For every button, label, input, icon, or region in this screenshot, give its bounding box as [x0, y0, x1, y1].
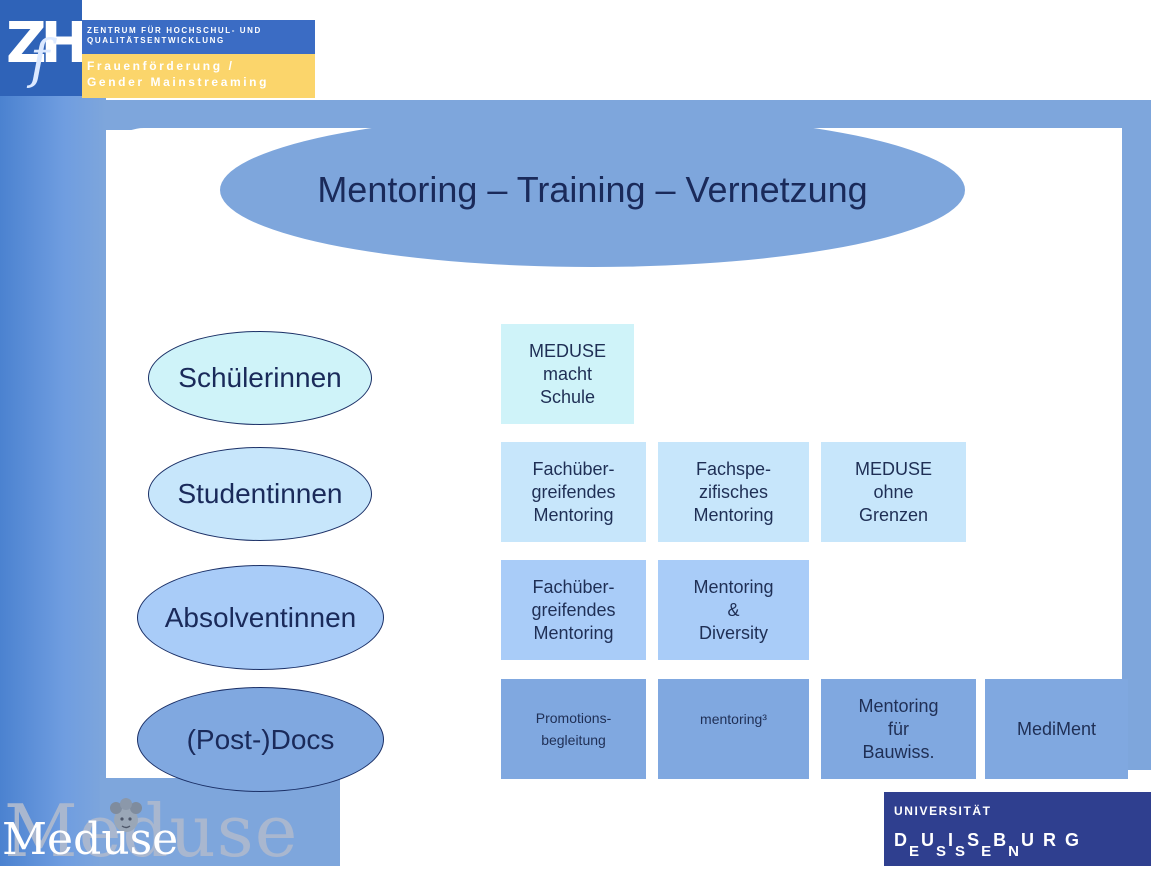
program-line: Fachspe-: [695, 458, 772, 479]
program-line: MediMent: [1016, 718, 1097, 739]
program-line: Mentoring: [693, 576, 774, 597]
frame-right: [1120, 100, 1151, 770]
unit-line-2: Gender Mainstreaming: [87, 75, 270, 89]
institute-line-2: QUALITÄTSENTWICKLUNG: [87, 36, 225, 45]
program-fachuebergreifendes-mentoring-absolventinnen: Fachüber- greifendes Mentoring: [501, 560, 646, 660]
group-label: Schülerinnen: [178, 362, 342, 393]
program-line: Mentoring: [533, 622, 614, 643]
group-label: Studentinnen: [177, 478, 343, 509]
program-meduse-macht-schule: MEDUSE macht Schule: [501, 324, 634, 424]
frame-bottom: [100, 775, 340, 866]
program-meduse-ohne-grenzen: MEDUSE ohne Grenzen: [821, 442, 966, 542]
program-line: Bauwiss.: [862, 741, 935, 762]
medusa-head-icon: [110, 798, 142, 832]
program-line: greifendes: [531, 599, 616, 620]
zfh-logo-letters: ZH: [6, 11, 88, 76]
program-line: MEDUSE: [854, 458, 932, 479]
program-line: macht: [542, 363, 592, 384]
program-line: begleitung: [541, 732, 606, 748]
program-line: &: [727, 599, 740, 620]
group-postdocs: (Post-)Docs: [137, 687, 384, 792]
zfh-logo: ZH f: [0, 0, 88, 96]
zfh-logo-f: f: [30, 30, 50, 90]
university-name: DEUSISSEBNU R G: [894, 830, 1081, 860]
program-line: Fachüber-: [532, 458, 615, 479]
program-mentoring-fuer-bauwiss: Mentoring für Bauwiss.: [821, 679, 976, 779]
meduse-logo-text: Meduse: [2, 814, 179, 865]
program-fachuebergreifendes-mentoring-studentinnen: Fachüber- greifendes Mentoring: [501, 442, 646, 542]
program-line: Grenzen: [858, 504, 929, 525]
unit-line-1: Frauenförderung /: [87, 59, 235, 73]
page-title: Mentoring – Training – Vernetzung: [317, 169, 868, 210]
institute-banner: [82, 20, 315, 54]
program-line: ohne: [873, 481, 914, 502]
program-line: Mentoring: [858, 695, 939, 716]
program-line: Mentoring: [693, 504, 774, 525]
program-line: mentoring³: [700, 711, 767, 727]
program-mediment: MediMent: [985, 679, 1128, 779]
program-line: MEDUSE: [528, 340, 606, 361]
group-label: (Post-)Docs: [186, 723, 335, 755]
unit-banner: [82, 54, 315, 98]
university-label: UNIVERSITÄT: [894, 804, 992, 818]
program-line: für: [887, 718, 909, 739]
program-line: greifendes: [531, 481, 616, 502]
group-studentinnen: Studentinnen: [148, 447, 372, 541]
program-line: Diversity: [698, 622, 768, 643]
unit-name: Frauenförderung / Gender Mainstreaming: [87, 58, 269, 90]
institute-line-1: ZENTRUM FÜR HOCHSCHUL- UND: [87, 26, 262, 35]
program-promotionsbegleitung: Promotions- begleitung: [501, 679, 646, 779]
program-mentoring-diversity: Mentoring & Diversity: [658, 560, 809, 660]
institute-name: ZENTRUM FÜR HOCHSCHUL- UND QUALITÄTSENTW…: [87, 26, 262, 46]
title-ellipse: Mentoring – Training – Vernetzung: [220, 113, 965, 267]
program-line: Promotions-: [535, 710, 612, 726]
program-line: Mentoring: [533, 504, 614, 525]
program-line: Schule: [539, 386, 596, 407]
group-schuelerinnen: Schülerinnen: [148, 331, 372, 425]
program-line: Fachüber-: [532, 576, 615, 597]
program-line: zifisches: [698, 481, 768, 502]
program-mentoring3: mentoring³: [658, 679, 809, 779]
meduse-logo-ghost: Meduse: [4, 789, 299, 873]
frame-left: [0, 96, 106, 866]
university-logo: UNIVERSITÄT DEUSISSEBNU R G: [884, 792, 1151, 866]
group-absolventinnen: Absolventinnen: [137, 565, 384, 670]
group-label: Absolventinnen: [164, 601, 357, 633]
program-fachspezifisches-mentoring: Fachspe- zifisches Mentoring: [658, 442, 809, 542]
